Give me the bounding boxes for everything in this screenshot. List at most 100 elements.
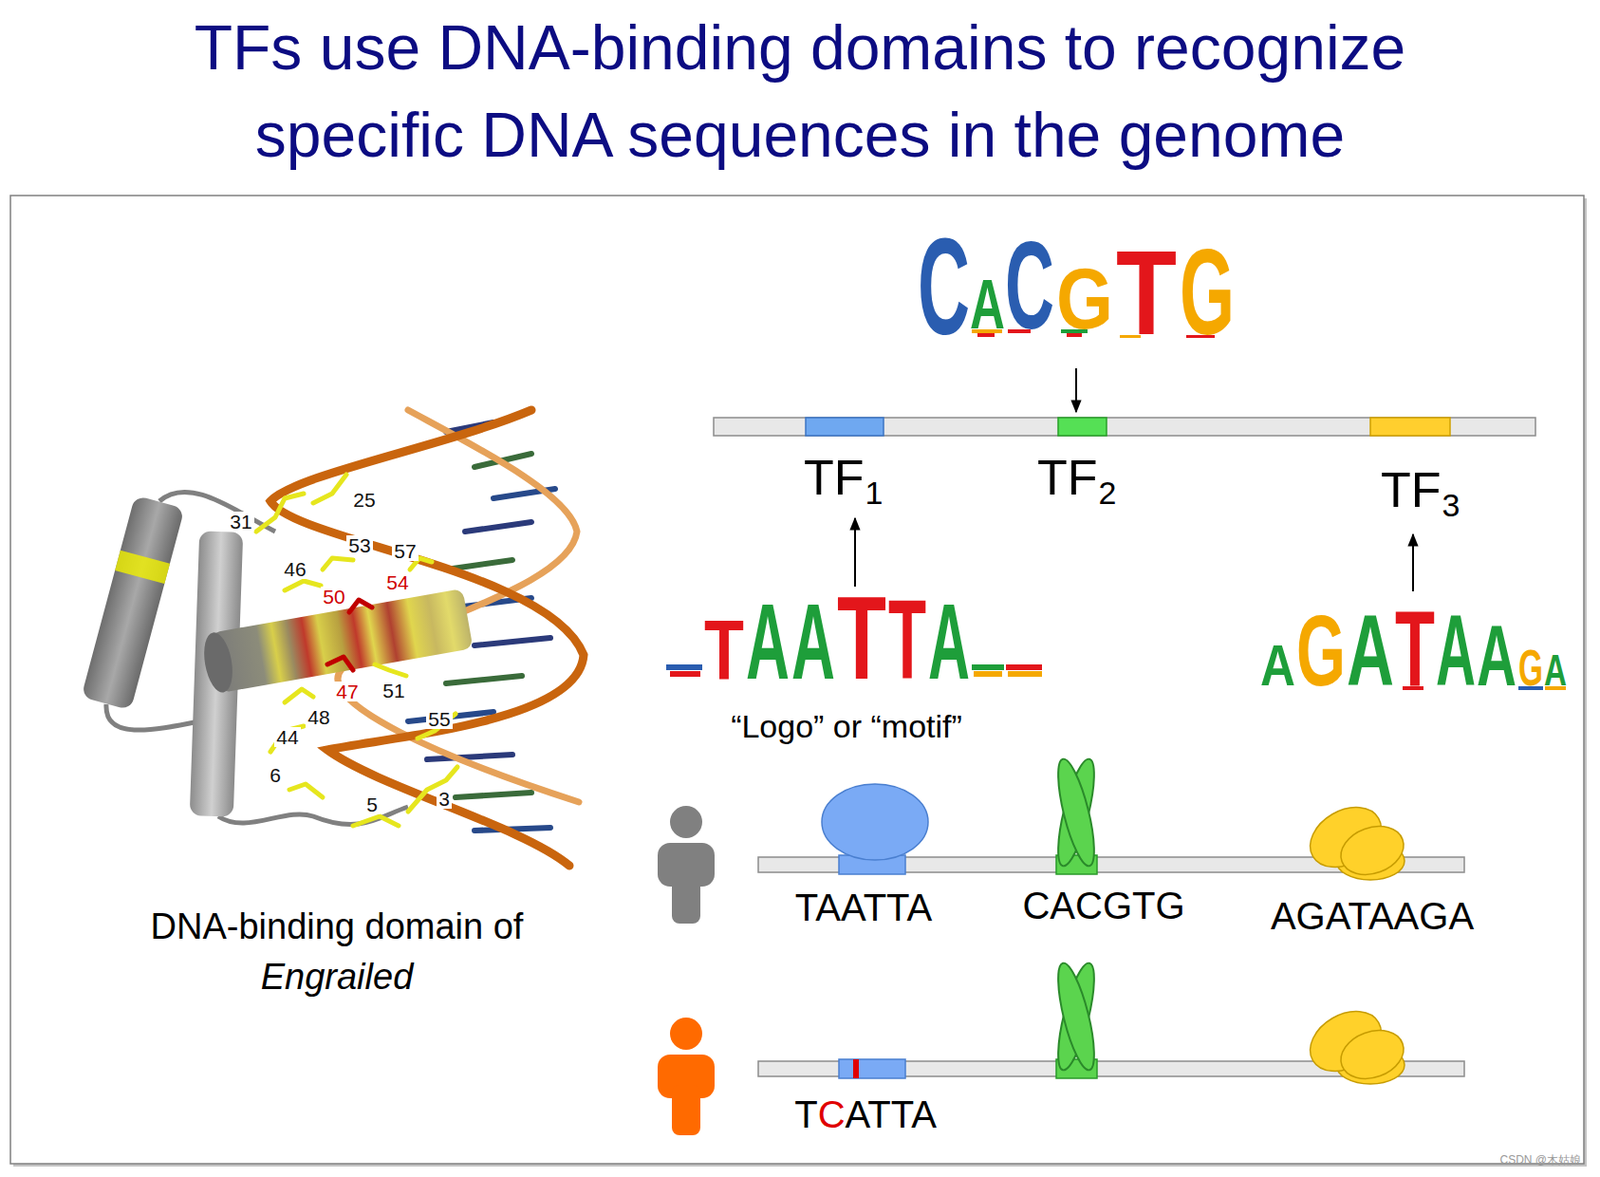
bound-tracks-part [1050,756,1101,870]
genome-track-part [805,417,884,436]
callout-number: 50 [320,586,347,607]
callout-number: 44 [274,726,300,747]
person-icons-part [671,873,701,924]
logo-letter: C [917,218,970,355]
sequence: TAATTA [795,888,932,927]
side-chains-part [284,580,321,591]
callout-number: 55 [426,708,452,729]
side-chains-part [322,558,354,570]
person-icons-part [669,805,703,838]
logo-letter: A [1544,648,1567,693]
caption: DNA-binding domain of [150,908,524,945]
callout-number: 47 [334,681,360,702]
tf-subscript: 1 [865,476,884,509]
callout-number: 5 [364,794,380,815]
callout-number: 25 [351,489,377,510]
protein-helices-part-part [200,630,238,695]
pointer-arrows [855,368,1414,592]
bound-tracks-part [821,783,929,860]
logo-letter: A [1476,612,1517,699]
genome-track-part [713,417,1536,436]
logo-letter: A [1435,600,1476,702]
dna-base-pairs-part [427,754,513,760]
dna-base-pairs-part [455,792,532,798]
sequence: C [818,1095,846,1134]
callout-number: 3 [436,788,452,809]
tf-subscript: 3 [1442,488,1461,521]
bound-tracks-part [1334,818,1411,883]
callout-number: 31 [227,511,254,532]
logo-letter: T [888,582,927,696]
side-chains-part [349,599,373,613]
bound-tracks-part [1050,960,1101,1074]
logo-letter: G [1296,600,1346,702]
caption: Engrailed [260,958,414,995]
person-icons-part [669,1017,703,1050]
genome-track [713,417,1536,436]
bound-tracks-part [1050,756,1101,870]
protein-helices [80,491,473,824]
side-chains-part [313,474,347,503]
logo-letter: A [1346,600,1395,702]
bound-tracks-part [853,1059,859,1079]
logo-letter: A [1260,635,1296,695]
protein-helices-part-part [114,550,170,584]
sequence: CACGTG [1022,886,1185,925]
logo-letter: G [1056,255,1114,342]
logo-letter: T [704,607,745,692]
logo-letter: A [928,587,970,696]
logo-letter: C [1004,223,1055,349]
callout-number: 51 [380,680,407,701]
logo-letter: T [1395,595,1435,703]
side-chains-part [327,656,354,670]
pointer-arrows-part [1412,534,1414,592]
sequence: ATTA [845,1095,937,1134]
person-icons [657,805,715,1135]
logo-letter: T [1116,232,1177,353]
sequence: AGATAAGA [1270,896,1474,935]
logo-letter: G [1179,230,1235,354]
callout-number: 57 [391,540,418,561]
side-chains-part [289,783,323,798]
genome-track-part [1058,417,1107,436]
callout-number: 54 [384,572,410,593]
protein-helices-part-part [80,495,185,710]
tf-subscript: 2 [1098,476,1117,509]
callout-number: 53 [346,535,373,556]
logo-letter: G [1518,642,1544,694]
callout-number: 6 [267,764,283,785]
logo-minor-letters-part [1007,670,1042,677]
logo-minor-letters-part [669,670,701,677]
pointer-arrows-part [1075,368,1078,412]
panel [10,195,1587,1167]
watermark: CSDN @木姑娘 [1499,1153,1582,1166]
pointer-arrows-part [854,518,856,587]
genome-track-part [1370,417,1451,436]
protein-helices-part [106,704,200,730]
logo-letter: A [791,587,836,696]
side-chains [256,474,458,826]
bound-tracks-part [1050,960,1101,1074]
side-chains-part [374,664,407,676]
bound-tracks-part [838,1059,906,1079]
dna-base-pairs-part [446,675,522,684]
logo-letter: A [969,268,1005,339]
logo-minor-letters-part [666,664,703,670]
side-chains-part [353,816,399,826]
title: TFs use DNA-binding domains to recognize… [135,3,1465,179]
dna-base-pairs-part [474,637,551,646]
side-chains-part [270,725,304,752]
bound-tracks-part [1334,1022,1411,1087]
logo-minor-letters-part [973,670,1003,677]
logo-letter: T [837,579,887,698]
logo-minor-letters-part [1005,664,1042,670]
side-chains-part [284,688,314,703]
side-chains-part [408,766,458,812]
tf-label: TF [803,452,865,503]
person-icons-part [671,1084,701,1135]
callout-number: 46 [281,558,308,579]
sequence: T [794,1095,818,1134]
callout-number: 48 [305,706,332,727]
tf-label: TF [1037,452,1098,503]
